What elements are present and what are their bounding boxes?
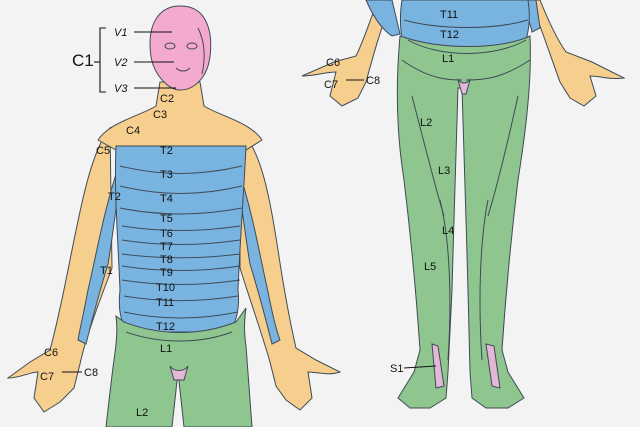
label-back-l4: L4 <box>442 225 454 237</box>
label-neck-c2: C2 <box>160 93 174 105</box>
label-back-l2: L2 <box>420 117 432 129</box>
label-trunk-t8: T8 <box>160 254 173 266</box>
label-lower-l2: L2 <box>136 407 148 419</box>
label-hand-c6: C6 <box>44 347 58 359</box>
label-lower-l1: L1 <box>160 343 172 355</box>
label-trunk-t9: T9 <box>160 267 173 279</box>
label-back-c8: C8 <box>366 75 380 87</box>
label-back-l5: L5 <box>424 261 436 273</box>
label-back-c6: C6 <box>326 57 340 69</box>
back-legs <box>396 35 531 409</box>
back-sacral-left <box>431 343 445 389</box>
front-lower-body <box>105 307 253 427</box>
label-shoulder-c5: C5 <box>96 145 110 157</box>
label-back-l1: L1 <box>442 53 454 65</box>
front-figure <box>6 5 342 427</box>
front-genital-area <box>169 365 189 381</box>
label-v1: V1 <box>114 27 127 39</box>
label-trunk-t11: T11 <box>156 297 174 309</box>
back-figure <box>301 0 626 409</box>
front-face-details <box>164 27 205 75</box>
label-trunk-t3: T3 <box>160 169 173 181</box>
label-back-s1: S1 <box>390 363 403 375</box>
front-trunk-segment-lines <box>119 165 243 342</box>
label-arm-t2: T2 <box>108 191 121 203</box>
c1-bracket <box>99 27 106 93</box>
label-hand-c8: C8 <box>84 367 98 379</box>
label-v3: V3 <box>114 83 128 95</box>
back-right-arm <box>529 0 626 107</box>
front-right-arm <box>239 128 342 411</box>
label-trunk-t4: T4 <box>160 193 173 205</box>
label-trunk-t10: T10 <box>156 282 175 294</box>
back-sacral-right <box>485 343 501 389</box>
label-back-c7: C7 <box>324 79 338 91</box>
front-head <box>149 5 212 91</box>
label-hand-c7: C7 <box>40 371 54 383</box>
back-left-arm-strip <box>365 0 401 37</box>
back-s1-leader <box>403 365 437 369</box>
front-left-arm-strip <box>77 166 121 345</box>
label-back-l3: L3 <box>438 165 450 177</box>
back-leg-segment-lines <box>401 19 531 361</box>
label-arm-t1: T1 <box>100 265 113 277</box>
back-sacral-center <box>456 78 472 95</box>
label-trunk-t6: T6 <box>160 228 173 240</box>
back-labels: T11 T12 L1 C6 C7 C8 L2 L3 L4 L5 S1 <box>324 9 459 375</box>
label-back-t11: T11 <box>440 9 458 21</box>
label-c1: C1 <box>72 51 94 70</box>
label-trunk-t5: T5 <box>160 213 173 225</box>
front-labels: C1 V1 V2 V3 C2 C3 C4 C5 T2 T3 T4 T5 T6 T… <box>40 27 176 419</box>
label-trunk-t7: T7 <box>160 241 173 253</box>
label-trunk-t12: T12 <box>156 321 175 333</box>
label-trunk-t2: T2 <box>160 145 173 157</box>
front-right-arm-strip <box>237 167 281 345</box>
label-v2: V2 <box>114 57 127 69</box>
label-back-t12: T12 <box>440 29 459 41</box>
back-left-arm <box>301 0 393 107</box>
label-neck-c4: C4 <box>126 125 140 137</box>
label-neck-c3: C3 <box>153 109 167 121</box>
